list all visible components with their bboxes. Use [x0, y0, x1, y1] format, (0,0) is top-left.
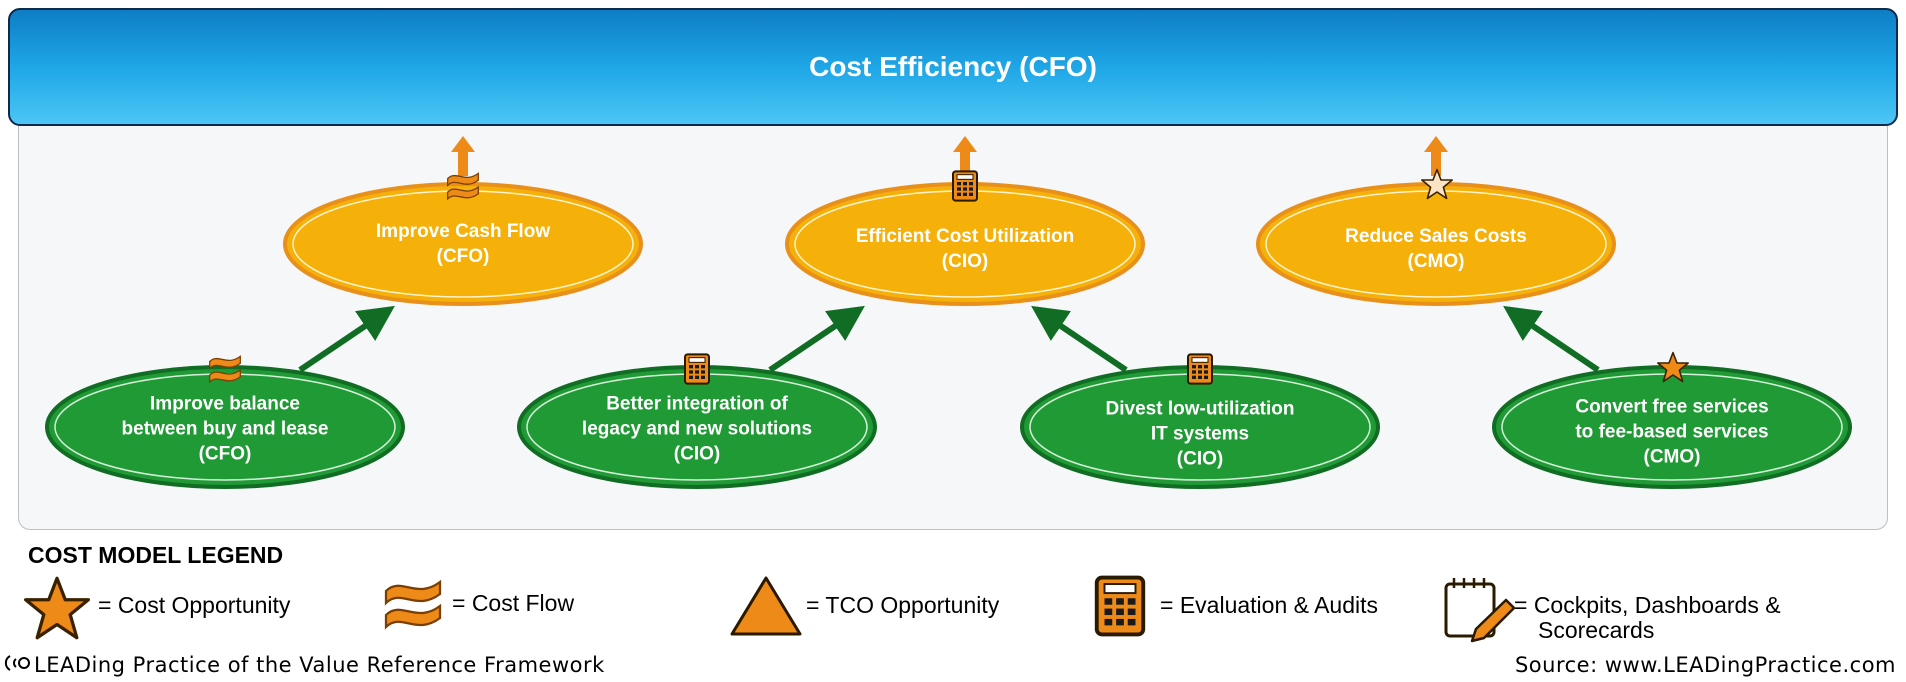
goal-owner: (CFO) — [436, 246, 490, 267]
legend-item-tco-opportunity: = TCO Opportunity — [800, 593, 999, 618]
goal-owner: (CMO) — [1407, 251, 1465, 272]
legend-item-cockpits: = Cockpits, Dashboards & Scorecards — [1508, 593, 1781, 643]
driver-divest-low-utilization: Divest low-utilization IT systems (CIO) — [1106, 397, 1295, 472]
goal-efficient-cost-utilization: Efficient Cost Utilization (CIO) — [856, 224, 1075, 274]
legend-item-cost-flow: = Cost Flow — [446, 591, 574, 616]
goal-label: Improve Cash Flow — [375, 221, 551, 242]
driver-label-line1: Better integration of — [606, 393, 788, 415]
driver-owner: (CIO) — [673, 443, 721, 465]
legend-label: = Cost Opportunity — [98, 592, 291, 618]
goal-label: Efficient Cost Utilization — [855, 226, 1075, 247]
legend-item-evaluation-audits: = Evaluation & Audits — [1154, 593, 1378, 618]
leading-practice-logo-icon — [4, 655, 30, 671]
goal-up-arrows — [451, 136, 1448, 176]
driver-label-line1: Divest low-utilization — [1105, 398, 1295, 420]
legend-item-cost-opportunity: = Cost Opportunity — [92, 593, 290, 618]
notepad-pencil-icon — [1444, 578, 1516, 643]
legend-label-line2: Scorecards — [1538, 617, 1655, 643]
star-icon — [24, 576, 90, 640]
legend-label: = Evaluation & Audits — [1160, 592, 1379, 618]
header-banner: Cost Efficiency (CFO) — [8, 8, 1898, 126]
goal-improve-cash-flow: Improve Cash Flow (CFO) — [376, 219, 550, 269]
driver-better-integration: Better integration of legacy and new sol… — [582, 392, 812, 467]
calculator-icon — [1186, 353, 1214, 385]
legend-label-line1: = Cockpits, Dashboards & — [1514, 592, 1781, 618]
driver-ellipses — [45, 365, 1852, 489]
driver-label-line2: between buy and lease — [121, 418, 329, 440]
goal-label: Reduce Sales Costs — [1345, 226, 1527, 247]
driver-label-line2: to fee-based services — [1575, 421, 1769, 443]
driver-arrows — [298, 305, 1600, 373]
goal-owner: (CIO) — [941, 251, 989, 272]
page-title: Cost Efficiency (CFO) — [809, 51, 1097, 82]
legend-title: COST MODEL LEGEND — [28, 542, 284, 568]
driver-owner: (CFO) — [198, 443, 252, 465]
driver-label-line1: Convert free services — [1575, 396, 1769, 418]
driver-label-line2: legacy and new solutions — [581, 418, 813, 440]
cost-flow-icon — [384, 580, 442, 629]
footer-source: Source: www.LEADingPractice.com — [1514, 653, 1896, 677]
calculator-icon — [951, 170, 979, 202]
driver-label-line2: IT systems — [1150, 423, 1250, 445]
driver-owner: (CMO) — [1643, 446, 1701, 468]
triangle-icon — [730, 576, 802, 636]
legend-label: = Cost Flow — [452, 590, 575, 616]
calculator-icon — [1094, 575, 1146, 637]
driver-improve-balance: Improve balance between buy and lease (C… — [122, 392, 329, 467]
legend-label: = Cockpits, Dashboards & Scorecards — [1514, 593, 1781, 643]
legend-label: = TCO Opportunity — [806, 592, 1000, 618]
driver-convert-free-services: Convert free services to fee-based servi… — [1575, 395, 1768, 470]
footer-left: LEADing Practice of the Value Reference … — [34, 653, 605, 677]
goal-reduce-sales-costs: Reduce Sales Costs (CMO) — [1345, 224, 1527, 274]
calculator-icon — [683, 353, 711, 385]
driver-label-line1: Improve balance — [150, 393, 300, 415]
driver-owner: (CIO) — [1176, 448, 1224, 470]
